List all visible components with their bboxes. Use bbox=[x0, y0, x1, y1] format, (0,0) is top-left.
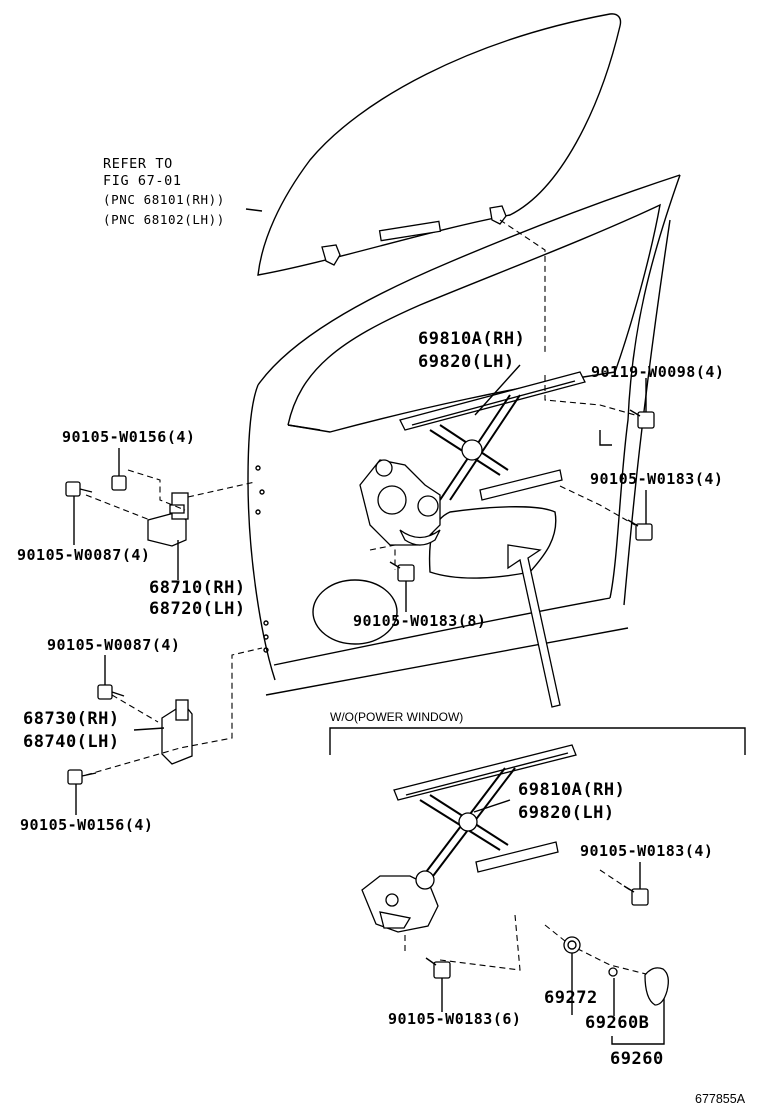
lower-regulator bbox=[361, 744, 669, 1006]
regulator-top-rh-label: 69810A(RH) bbox=[418, 329, 526, 349]
refer-to-label: REFER TO bbox=[103, 156, 173, 172]
hinge-lower-lh-label: 68740(LH) bbox=[23, 732, 120, 752]
section-bracket bbox=[329, 727, 746, 755]
bolt-90119-label: 90119-W0098(4) bbox=[591, 363, 725, 381]
regulator-bottom-lh-label: 69820(LH) bbox=[518, 803, 615, 823]
dashed-lines bbox=[85, 219, 651, 976]
bolt-w0087-lower-label: 90105-W0087(4) bbox=[47, 636, 181, 654]
bolt-w0183-right-label: 90105-W0183(4) bbox=[590, 470, 724, 488]
hinge-upper-rh-label: 68710(RH) bbox=[149, 578, 246, 598]
door-glass bbox=[245, 13, 622, 276]
refer-pnc-rh-label: (PNC 68101(RH)) bbox=[103, 192, 225, 207]
hinge-upper-lh-label: 68720(LH) bbox=[149, 599, 246, 619]
part-69260b-label: 69260B bbox=[585, 1013, 650, 1033]
bolt-w0156-bottom-label: 90105-W0156(4) bbox=[20, 816, 154, 834]
bolts bbox=[65, 409, 655, 979]
upper-hinge bbox=[147, 492, 189, 547]
figure-code: 677855A bbox=[695, 1092, 746, 1106]
part-69272-label: 69272 bbox=[544, 988, 598, 1008]
regulator-bottom-rh-label: 69810A(RH) bbox=[518, 780, 626, 800]
bolt-w0183-bottom-label: 90105-W0183(6) bbox=[388, 1010, 522, 1028]
leader-lines bbox=[73, 364, 665, 1045]
direction-arrow bbox=[507, 544, 561, 708]
refer-pnc-lh-label: (PNC 68102(LH)) bbox=[103, 212, 225, 227]
hinge-lower-rh-label: 68730(RH) bbox=[23, 709, 120, 729]
section-title: W/O(POWER WINDOW) bbox=[330, 710, 464, 724]
bolt-w0183-center-label: 90105-W0183(8) bbox=[353, 612, 487, 630]
bolt-w0183-bottom-right-label: 90105-W0183(4) bbox=[580, 842, 714, 860]
refer-fig-label: FIG 67-01 bbox=[103, 173, 182, 189]
lower-hinge bbox=[161, 699, 193, 765]
regulator-top-lh-label: 69820(LH) bbox=[418, 352, 515, 372]
upper-regulator bbox=[359, 371, 586, 546]
part-69260-label: 69260 bbox=[610, 1049, 664, 1069]
bolt-w0087-top-label: 90105-W0087(4) bbox=[17, 546, 151, 564]
bolt-w0156-top-label: 90105-W0156(4) bbox=[62, 428, 196, 446]
